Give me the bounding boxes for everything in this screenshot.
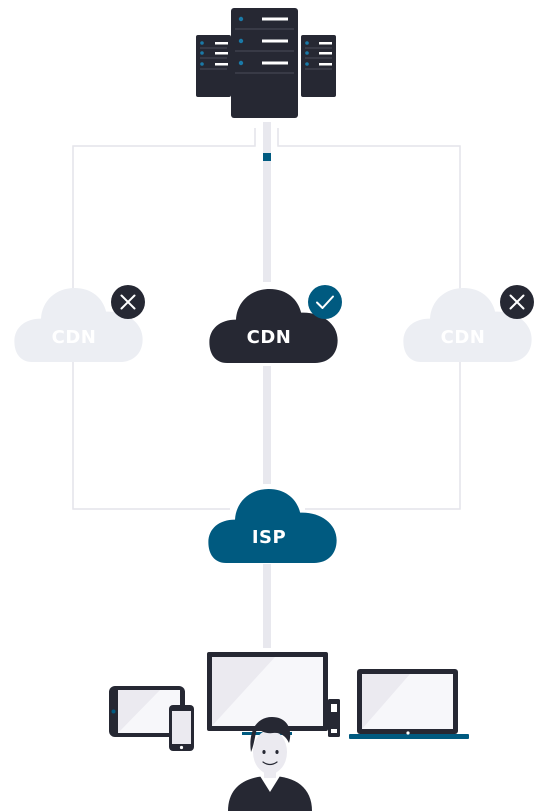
connector-indicator <box>263 153 271 161</box>
cloud-icon <box>208 489 337 563</box>
isp-label: ISP <box>252 527 286 548</box>
cdn-right-label: CDN <box>441 327 486 348</box>
smartphone-icon <box>169 705 194 751</box>
media-player-icon <box>328 699 340 737</box>
cdn-center-node: CDN <box>209 285 342 363</box>
devices-group <box>109 652 469 811</box>
cdn-center-label: CDN <box>247 327 292 348</box>
user-icon <box>228 717 312 811</box>
connector-server-cdn <box>263 122 271 282</box>
monitor-icon <box>207 652 328 735</box>
frame-line-right <box>277 128 461 510</box>
cdn-left-node: CDN <box>14 285 145 362</box>
connector-isp-devices <box>263 564 271 648</box>
connector-cdn-isp <box>263 366 271 484</box>
cdn-right-node: CDN <box>403 285 534 362</box>
check-icon <box>308 285 342 319</box>
close-icon <box>500 285 534 319</box>
frame-line-left <box>72 128 256 510</box>
server-rack-icon <box>196 8 336 118</box>
isp-node: ISP <box>208 489 337 563</box>
laptop-icon <box>349 669 469 739</box>
cdn-left-label: CDN <box>52 327 97 348</box>
close-icon <box>111 285 145 319</box>
